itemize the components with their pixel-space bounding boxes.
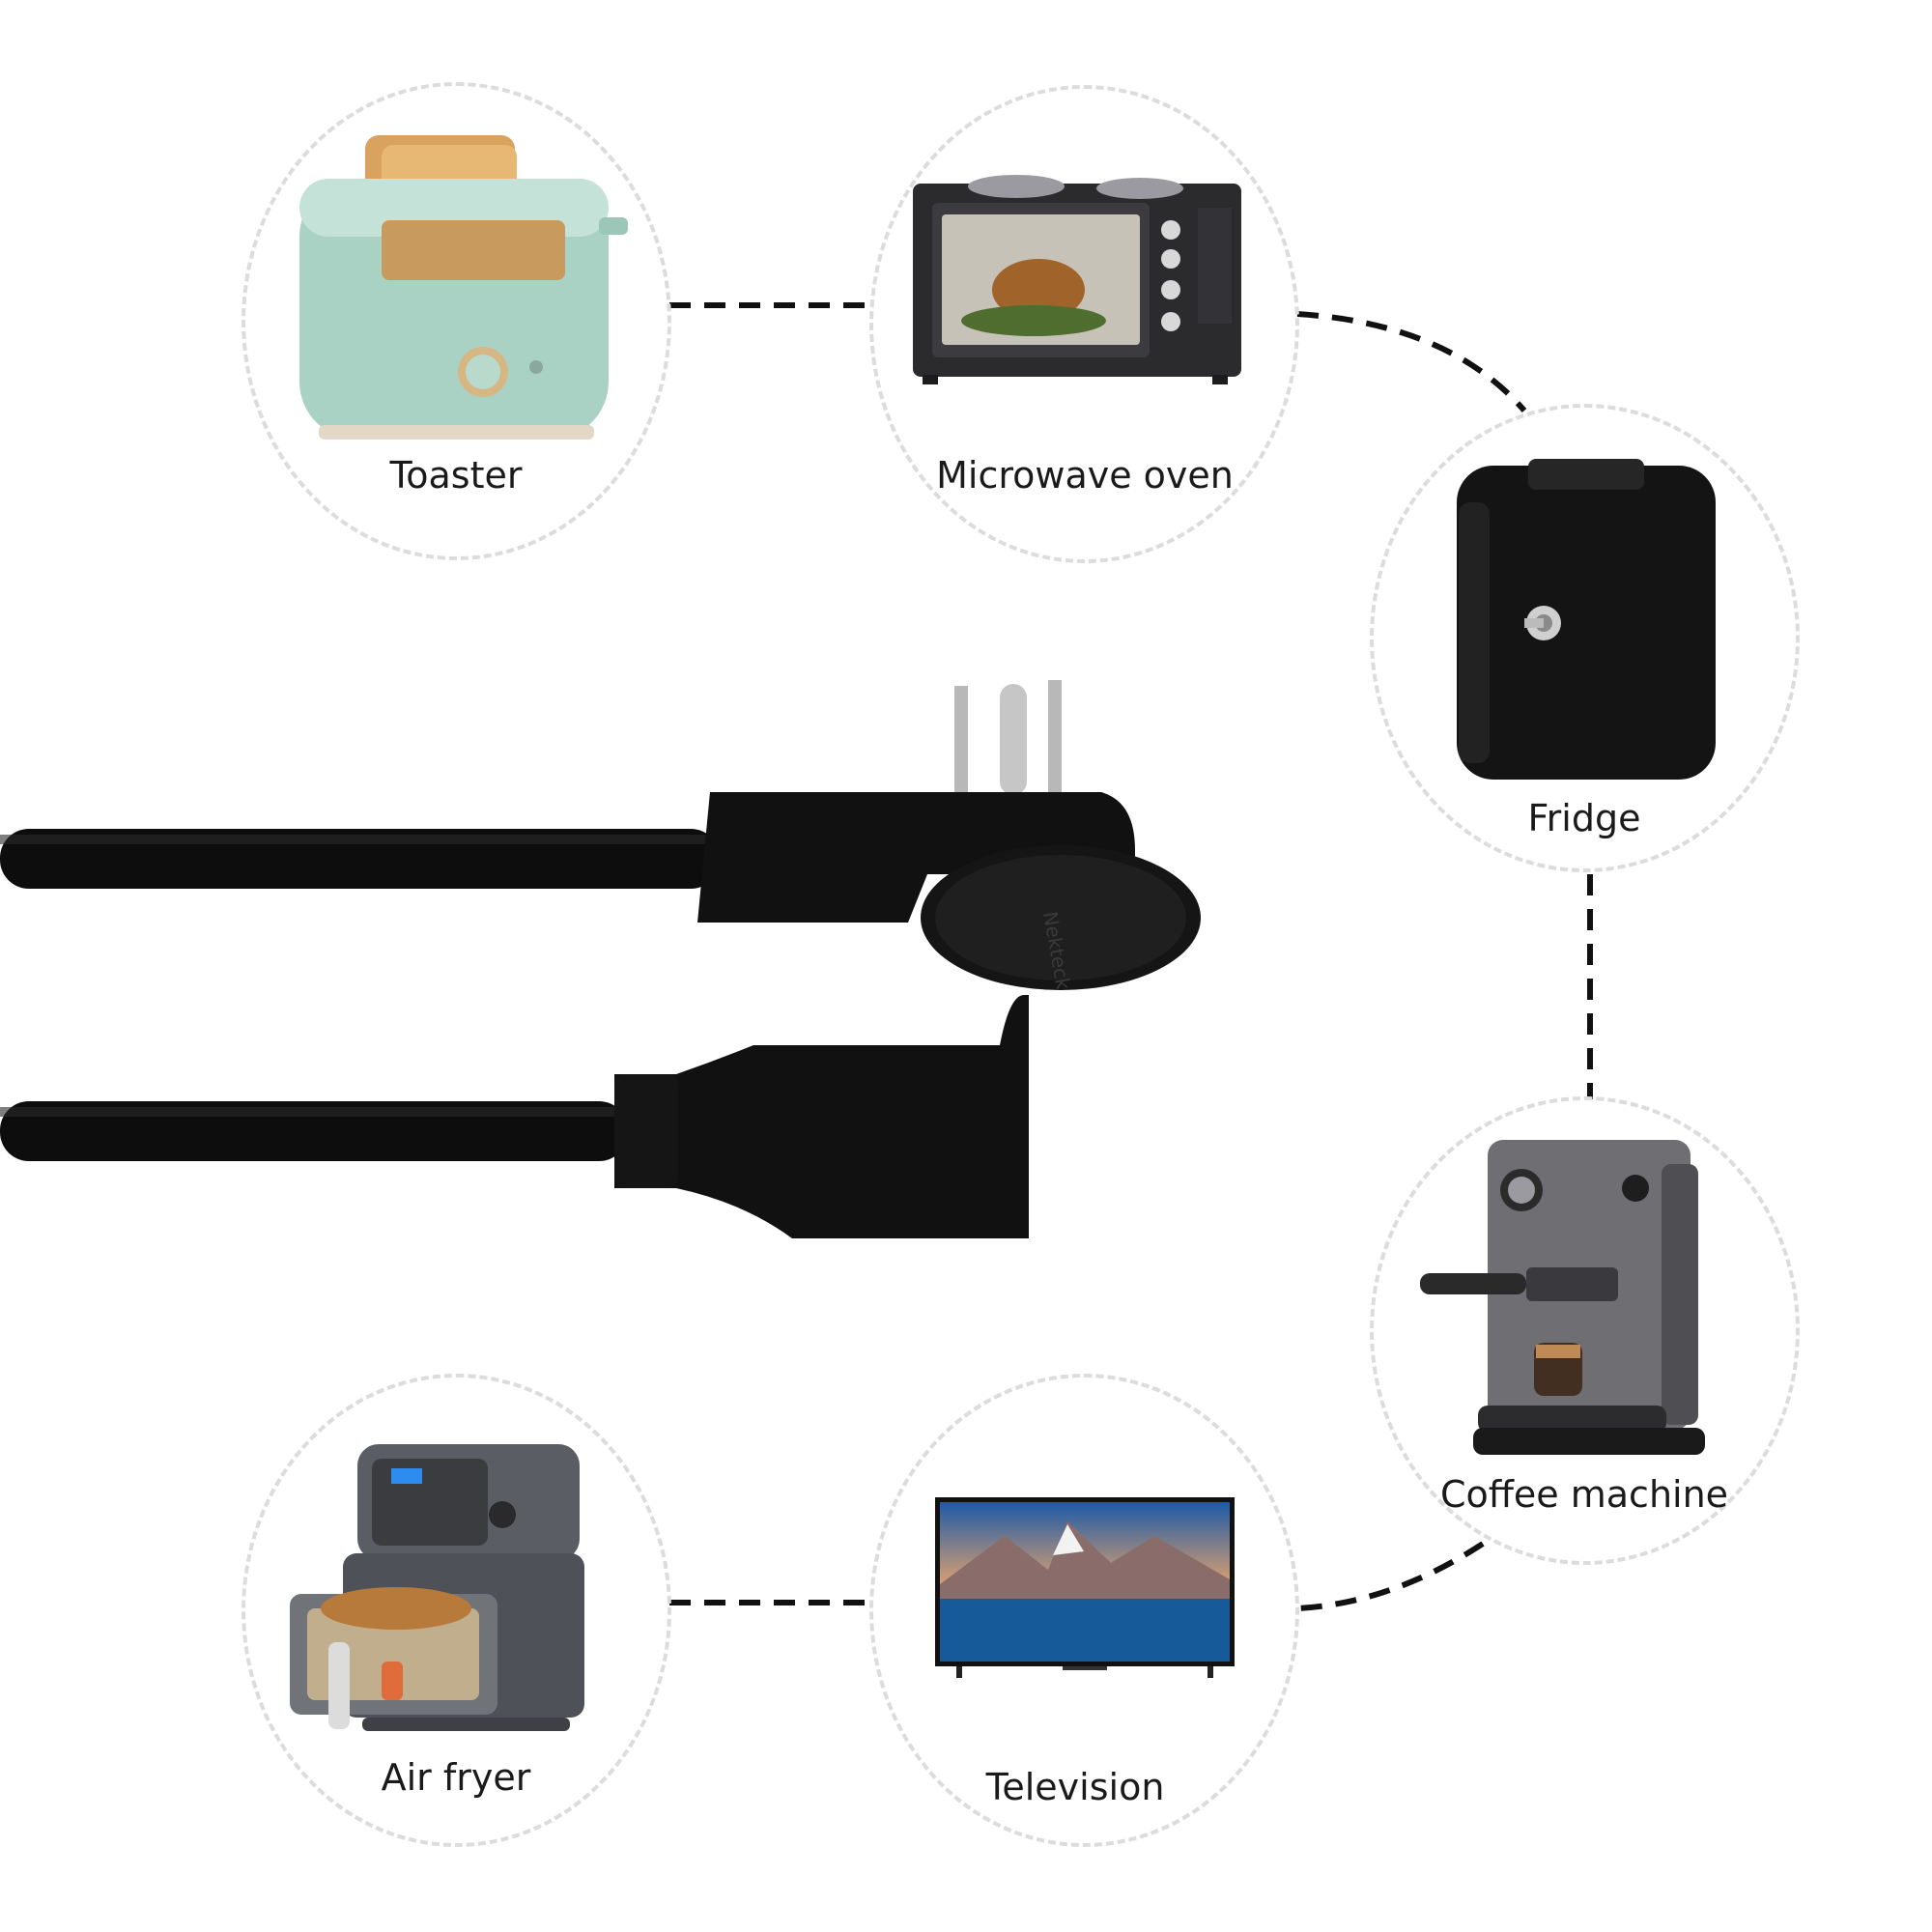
receptacle-end — [0, 995, 1029, 1238]
microwave-label: Microwave oven — [936, 454, 1234, 497]
plug-ground-pin — [1000, 684, 1027, 795]
television-icon — [935, 1497, 1235, 1678]
flat-plug: Nekteck — [0, 680, 1201, 992]
plug-prong-right — [1048, 680, 1062, 792]
coffee-machine-label: Coffee machine — [1439, 1473, 1729, 1516]
microwave-circle — [869, 85, 1299, 563]
tv-circle — [869, 1374, 1299, 1847]
television-label: Television — [985, 1766, 1165, 1808]
toaster-label: Toaster — [389, 454, 523, 497]
air-fryer-icon — [290, 1444, 584, 1731]
coffee-machine-icon — [1420, 1140, 1705, 1455]
microwave-oven-icon — [913, 175, 1241, 384]
toaster-icon — [299, 135, 628, 440]
connector-microwave-fridge — [1296, 311, 1527, 412]
plug-prong-left — [954, 686, 968, 792]
fridge-circle — [1370, 404, 1800, 872]
coffee-circle — [1370, 1096, 1800, 1565]
airfryer-circle — [242, 1374, 671, 1847]
air-fryer-label: Air fryer — [381, 1756, 531, 1799]
mini-fridge-icon — [1457, 459, 1716, 780]
fridge-label: Fridge — [1527, 797, 1641, 839]
toaster-circle — [242, 82, 671, 560]
connector-coffee-tv — [1296, 1541, 1485, 1611]
